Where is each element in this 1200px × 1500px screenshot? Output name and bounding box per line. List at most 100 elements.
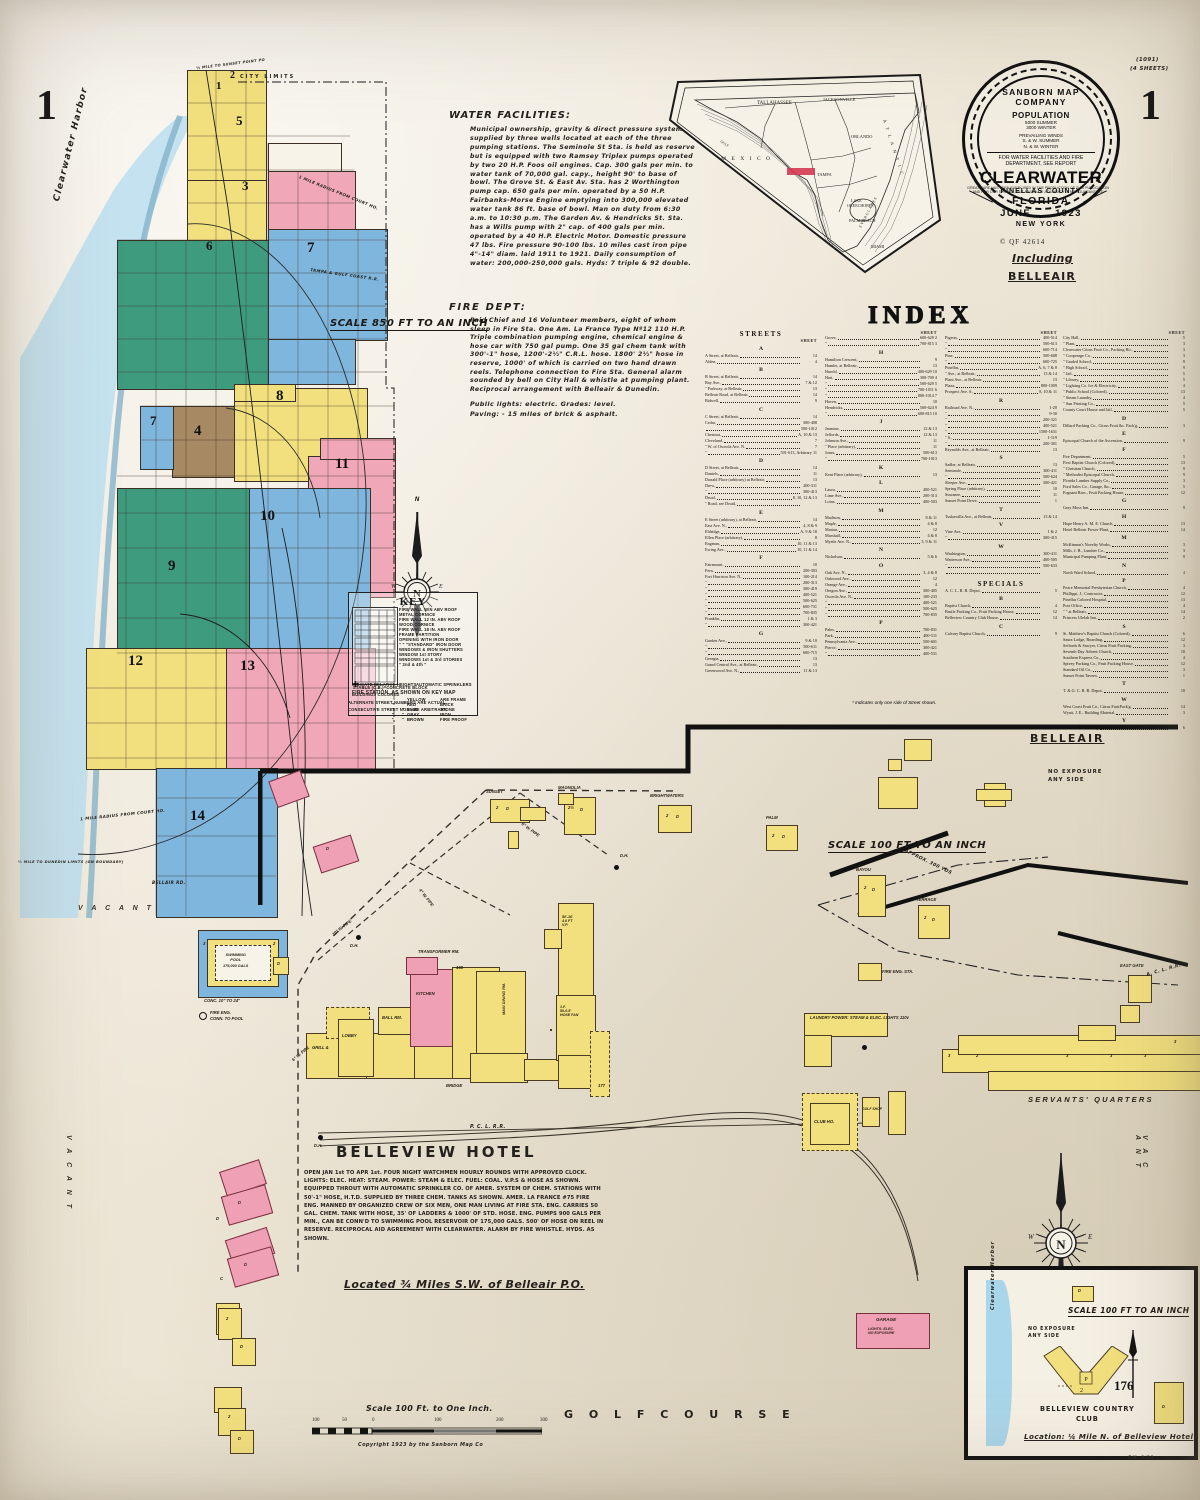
index-row[interactable]: Sleeper Ave.,300-421 <box>945 480 1057 486</box>
index-row[interactable]: " Library,5 <box>1063 377 1185 383</box>
index-row[interactable]: Oak Ave. N.,3, 4 & 8 <box>825 570 937 576</box>
index-row[interactable]: "1500-1631 <box>945 429 1057 435</box>
index-row[interactable]: Garden Ave.,9 & 10 <box>705 638 817 644</box>
index-row[interactable]: Gray Moss Inn,9 <box>1063 505 1185 511</box>
index-row[interactable]: " W. of Osceola Ave. N.7 <box>705 444 817 450</box>
index-row[interactable]: "500-611 <box>705 644 817 650</box>
index-row[interactable]: Seminole,300-411 <box>945 468 1057 474</box>
index-row[interactable]: "501-613, Arbitrary 11 <box>705 450 817 456</box>
index-row[interactable]: "700-815 3 <box>825 341 937 347</box>
index-row[interactable]: Sunset Point Tavern,1 <box>1063 673 1185 679</box>
index-row[interactable]: Fairmount,10 <box>705 562 817 568</box>
index-row[interactable]: Dillard Packing Co., Citrus Fruit &c. Pa… <box>1063 423 1185 429</box>
index-row[interactable]: Pinellas,A, 6, 7 & 8 <box>945 365 1057 371</box>
index-row[interactable]: Engman,10, 11 & 13 <box>705 541 817 547</box>
index-row[interactable]: Plaza,800-1009 <box>945 383 1057 389</box>
index-row[interactable]: "200-321 <box>945 417 1057 423</box>
index-row[interactable]: Oakwood Ave.,12 <box>825 576 937 582</box>
index-row[interactable]: " Lighting Co. Ice & Electricity,4 <box>1063 383 1185 389</box>
index-row[interactable]: "600-714 <box>945 347 1057 353</box>
index-row[interactable]: "500-625 <box>705 598 817 604</box>
index-row[interactable]: Hope Henry A. M. E. Church,13 <box>1063 521 1185 527</box>
index-row[interactable]: " Jail,5 <box>1063 371 1185 377</box>
index-row[interactable]: Pierce,300-421 <box>825 645 937 651</box>
index-row[interactable]: Kent Place (arbitrary),13 <box>825 472 937 478</box>
index-row[interactable]: Nicholson,5 & 6 <box>825 554 937 560</box>
index-row[interactable]: Oregon Ave.,300-405 <box>825 588 937 594</box>
index-row[interactable]: Madison,8 & 11 <box>825 515 937 521</box>
index-row[interactable]: Mills, J. B., Lumber Co.,3 <box>1063 548 1185 554</box>
index-row[interactable]: "600-725 <box>945 359 1057 365</box>
index-row[interactable] <box>945 569 1057 575</box>
index-row[interactable]: " Methodist Episcopal Church,9 <box>1063 472 1185 478</box>
index-row[interactable]: Druid,8, 10, 12 & 13 <box>705 495 817 501</box>
index-row[interactable]: Ford Sales Co., Garage, &c.,5 <box>1063 484 1185 490</box>
index-row[interactable]: "400-521 <box>945 423 1057 429</box>
index-row[interactable]: Florida Lumber Supply Co.,3 <box>1063 478 1185 484</box>
index-row[interactable]: Donald Place (arbitrary) at Belleair,13 <box>705 477 817 483</box>
index-row[interactable]: Fort Harrison Ave. N.,100-214 <box>705 574 817 580</box>
index-row[interactable]: "800-1014 7 <box>825 393 937 399</box>
index-row[interactable]: Hamilton Crescent,9 <box>825 357 937 363</box>
index-row[interactable]: " Christian Church,9 <box>1063 466 1185 472</box>
index-row[interactable]: McKinnon's Novelty Works,3 <box>1063 542 1185 548</box>
index-row[interactable]: " S.,1-119 <box>945 435 1057 441</box>
index-row[interactable]: "600-731 <box>705 604 817 610</box>
index-row[interactable]: " Steam Laundry,4 <box>1063 395 1185 401</box>
index-row[interactable]: Princess Ulelah Inn,2 <box>1063 615 1185 621</box>
index-row[interactable]: Standard Oil Co.,3 <box>1063 667 1185 673</box>
index-row[interactable]: " Place (arbitrary),11 <box>825 444 937 450</box>
index-row[interactable]: Watterson Ave.,400-505 <box>945 557 1057 563</box>
index-row[interactable]: Hendricks,500-624 9 <box>825 405 937 411</box>
index-row[interactable]: Haven,10 <box>825 399 937 405</box>
index-row[interactable]: Post Office,4 <box>1063 603 1185 609</box>
index-row[interactable]: Washington,300-411 <box>945 551 1057 557</box>
index-row[interactable]: Belleview Country Club House,14 <box>945 615 1057 621</box>
index-row[interactable]: Eldridge,A, 9 & 10 <box>705 529 817 535</box>
index-row[interactable]: Peace Memorial Presbyterian Church,4 <box>1063 585 1185 591</box>
index-row[interactable]: Pigeon,400-514 <box>945 335 1057 341</box>
index-row[interactable]: County Court House and Jail,5 <box>1063 407 1185 413</box>
index-row[interactable]: T. & G. C. R. R. Depot,10 <box>1063 688 1185 694</box>
index-row[interactable]: Reynolds Ave., at Belleair,13 <box>945 447 1057 453</box>
index-row[interactable]: Ewing Ave.,10, 11 & 14 <box>705 547 817 553</box>
index-row[interactable]: 500-1012 <box>705 426 817 432</box>
index-row[interactable]: Franklin,1 & 3 <box>705 616 817 622</box>
index-row[interactable]: " High School,9 <box>1063 365 1185 371</box>
index-row[interactable]: Laura,400-521 <box>825 487 937 493</box>
index-row[interactable]: "500-613 <box>945 341 1057 347</box>
index-row[interactable]: Chestnut,A, 10 & 13 <box>705 432 817 438</box>
index-row[interactable]: "300-421 <box>705 622 817 628</box>
index-row[interactable]: Seventh Day Advent Church,10 <box>1063 649 1185 655</box>
index-row[interactable]: Suwanee,11 <box>945 492 1057 498</box>
index-row[interactable]: Greenwood Ave. N.,11 & 13 <box>705 668 817 674</box>
index-row[interactable]: Jasmine,12 & 13 <box>825 426 937 432</box>
index-row[interactable]: "700-1013 <box>825 456 937 462</box>
index-row[interactable]: " Graded School,9 <box>1063 359 1185 365</box>
index-row[interactable]: Harold,400-629 10 <box>825 369 937 375</box>
index-row[interactable]: "700-835 <box>705 610 817 616</box>
index-row[interactable]: Ellen Place (arbitrary),8 <box>705 535 817 541</box>
index-row[interactable]: St. Matthew's Baptist Church (Colored),6 <box>1063 631 1185 637</box>
index-row[interactable]: Jones,500-613 <box>825 450 937 456</box>
index-row[interactable]: "500-629 5 <box>825 381 937 387</box>
index-row[interactable]: North Ward School,4 <box>1063 570 1185 576</box>
index-row[interactable]: C Street, at Belleair,14 <box>705 414 817 420</box>
index-row[interactable]: "700-1011 6 <box>825 387 937 393</box>
index-row[interactable]: Belleair Road, at Belleair,14 <box>705 392 817 398</box>
index-row[interactable]: "200-313 <box>705 580 817 586</box>
index-row[interactable]: "600-815 10 <box>825 411 937 417</box>
index-row[interactable]: Bay Ave.,7 & 12 <box>705 380 817 386</box>
index-row[interactable]: "400-531 <box>825 651 937 657</box>
index-row[interactable]: Lotus,400-503 <box>825 499 937 505</box>
index-row[interactable]: Daniels,11 <box>705 471 817 477</box>
index-row[interactable]: Lime Ave.,200-313 <box>825 493 937 499</box>
index-row[interactable]: "300-419 <box>705 586 817 592</box>
index-row[interactable]: Hart,300-709 4 <box>825 375 937 381</box>
index-row[interactable]: Pine,500-608 <box>945 353 1057 359</box>
index-row[interactable]: Spring Place (arbitrary),10 <box>945 486 1057 492</box>
index-row[interactable]: Marion,12 <box>825 527 937 533</box>
index-row[interactable]: Tuskawilla Ave., at Belleair,13 & 14 <box>945 514 1057 520</box>
index-row[interactable]: Osceola Ave. N.,100-233 <box>825 594 937 600</box>
index-row[interactable]: "600-715 <box>705 650 817 656</box>
